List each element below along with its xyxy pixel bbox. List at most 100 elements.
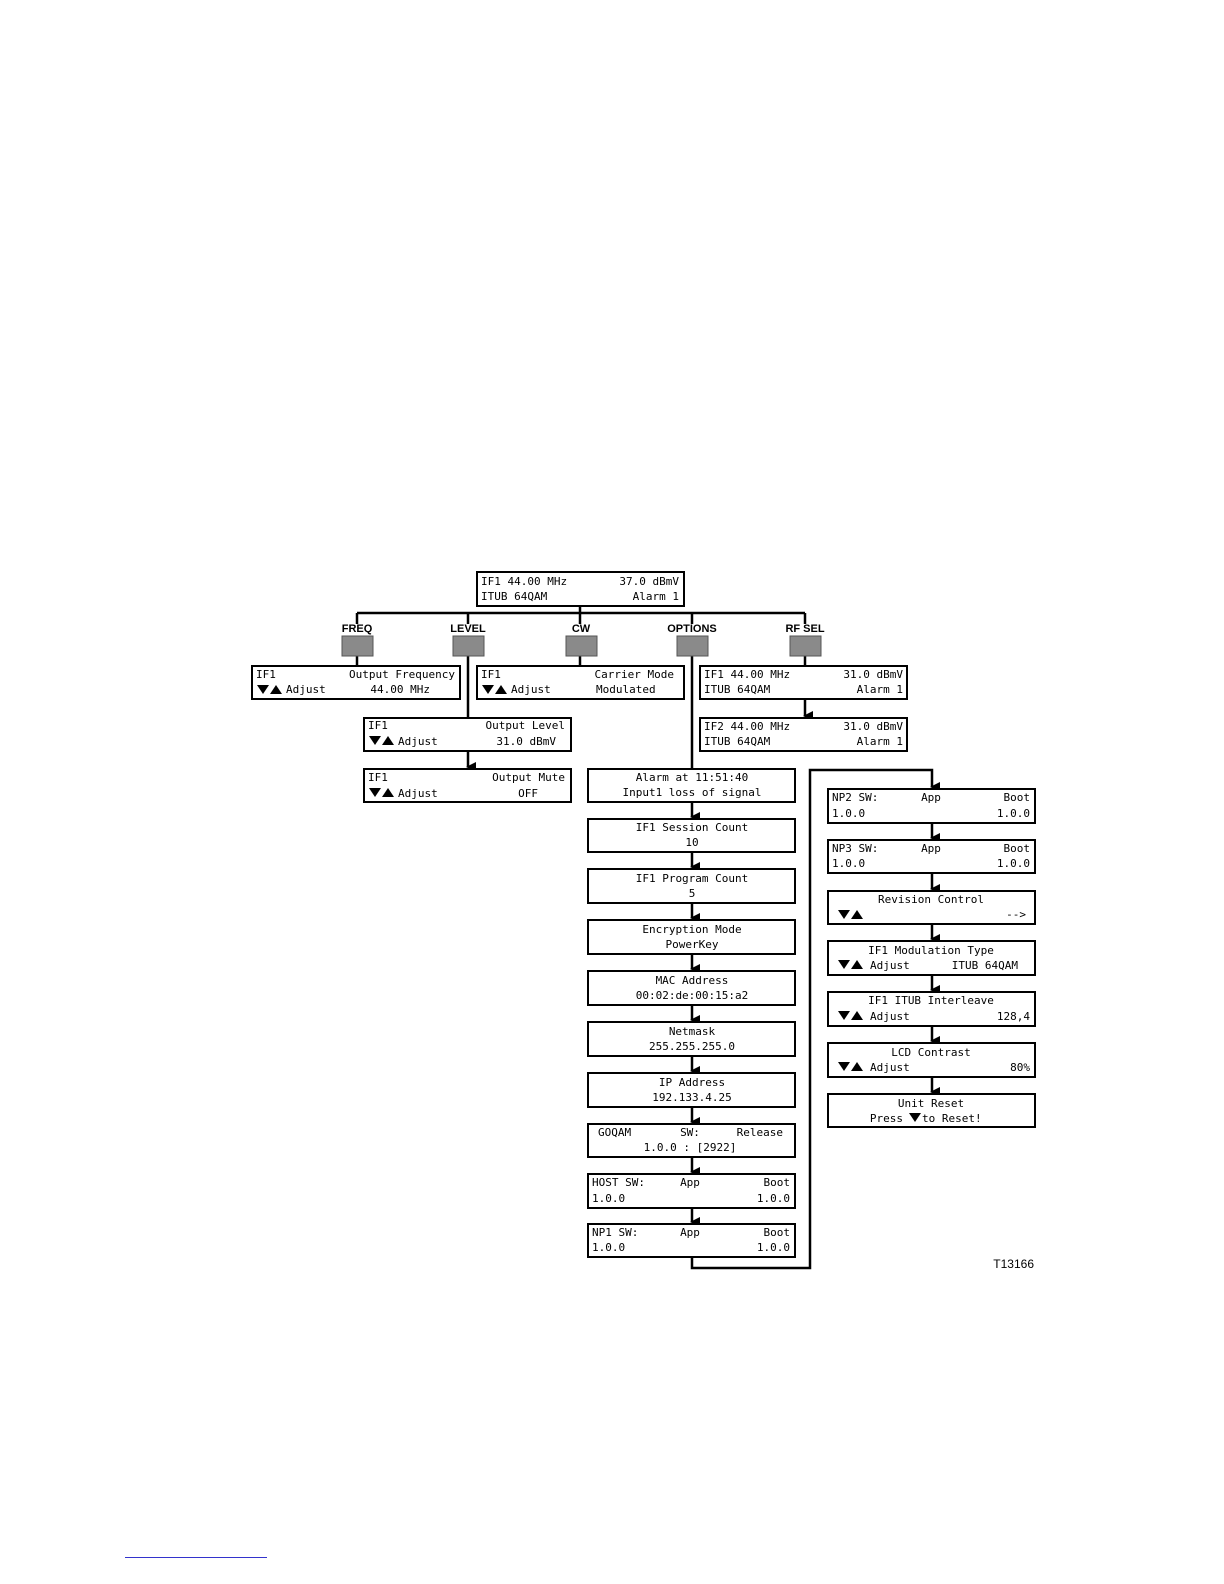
np2-line2-right: 1.0.0 [997,807,1030,820]
encryption-line2: PowerKey [666,938,719,951]
ip-address-box: IP Address 192.133.4.25 [587,1072,796,1108]
alarm-display-box: Alarm at 11:51:40 Input1 loss of signal [587,768,796,803]
np2-line1-mid: App [921,791,941,804]
reset-line2-right: to Reset! [922,1112,982,1125]
modulation-line2-left: Adjust [870,959,910,972]
rf-sel-button[interactable]: RF SEL [785,623,825,657]
freq-button-label: FREQ [342,623,373,635]
interleave-box: IF1 ITUB Interleave Adjust 128,4 [827,991,1036,1027]
host-sw-box: HOST SW: App Boot 1.0.0 1.0.0 [587,1173,796,1209]
goqam-box: GOQAM SW: Release 1.0.0 : [2922] [587,1123,796,1158]
down-triangle-icon [369,736,381,745]
level-button[interactable]: LEVEL [450,623,486,657]
contrast-line1: LCD Contrast [891,1046,970,1059]
np1-sw-box: NP1 SW: App Boot 1.0.0 1.0.0 [587,1223,796,1258]
host-line1-mid: App [680,1176,700,1189]
down-triangle-icon [909,1113,921,1122]
freq-line2-left: Adjust [286,683,326,696]
modulation-line2-right: ITUB 64QAM [952,959,1019,972]
up-triangle-icon [851,1011,863,1020]
rf-sel-button-label: RF SEL [785,623,824,635]
rf1-display-box: IF1 44.00 MHz 31.0 dBmV ITUB 64QAM Alarm… [699,665,908,700]
main-line1-left: IF1 44.00 MHz [481,575,567,588]
mute-line1-right: Output Mute [492,771,565,784]
revision-line1: Revision Control [878,893,984,906]
level-button-label: LEVEL [450,623,486,635]
revision-control-box: Revision Control --> [827,890,1036,925]
reset-line2-left: Press [870,1112,903,1125]
level-line2-right: 31.0 dBmV [496,735,556,748]
program-count-box: IF1 Program Count 5 [587,868,796,904]
footnote-rule [125,1557,267,1558]
down-triangle-icon [838,1011,850,1020]
alarm-line1: Alarm at 11:51:40 [636,771,749,784]
np1-line2-right: 1.0.0 [757,1241,790,1254]
rf1-line2-left: ITUB 64QAM [704,683,771,696]
mute-display-box: IF1 Output Mute Adjust OFF [363,768,572,803]
freq-line1-right: Output Frequency [349,668,455,681]
program-line2: 5 [689,887,696,900]
main-line2-left: ITUB 64QAM [481,590,548,603]
netmask-line1: Netmask [669,1025,716,1038]
cw-button[interactable]: CW [565,623,598,657]
alarm-line2: Input1 loss of signal [622,786,761,799]
down-triangle-icon [482,685,494,694]
cw-line2-left: Adjust [511,683,551,696]
cw-button-label: CW [572,623,591,635]
down-triangle-icon [838,1062,850,1071]
figure-tag: T13166 [993,1257,1034,1271]
level-display-box: IF1 Output Level Adjust 31.0 dBmV [363,717,572,752]
mac-line1: MAC Address [656,974,729,987]
goqam-line1-left: GOQAM [598,1126,631,1139]
program-line1: IF1 Program Count [636,872,749,885]
up-triangle-icon [382,736,394,745]
mute-line1-left: IF1 [368,771,388,784]
reset-line1: Unit Reset [898,1097,964,1110]
connector-lines [355,606,940,1270]
session-line1: IF1 Session Count [636,821,749,834]
unit-reset-box: Unit Reset Press to Reset! [827,1093,1036,1128]
np1-line1-mid: App [680,1226,700,1239]
np3-sw-box: NP3 SW: App Boot 1.0.0 1.0.0 [827,839,1036,874]
level-line1-left: IF1 [368,719,388,732]
down-triangle-icon [838,960,850,969]
up-triangle-icon [382,788,394,797]
goqam-line1-right: Release [737,1126,783,1139]
freq-display-box: IF1 Output Frequency Adjust 44.00 MHz [251,665,461,700]
down-triangle-icon [838,910,850,919]
lcd-contrast-box: LCD Contrast Adjust 80% [827,1042,1036,1078]
host-line1-left: HOST SW: [592,1176,645,1189]
np1-line2-left: 1.0.0 [592,1241,625,1254]
encryption-line1: Encryption Mode [642,923,741,936]
host-line2-right: 1.0.0 [757,1192,790,1205]
rf2-line1-left: IF2 44.00 MHz [704,720,790,733]
goqam-line1-mid: SW: [680,1126,700,1139]
netmask-line2: 255.255.255.0 [649,1040,735,1053]
np3-line1-right: Boot [1004,842,1031,855]
mac-address-box: MAC Address 00:02:de:00:15:a2 [587,970,796,1006]
up-triangle-icon [851,910,863,919]
netmask-box: Netmask 255.255.255.0 [587,1021,796,1057]
np1-line1-right: Boot [764,1226,791,1239]
up-triangle-icon [851,1062,863,1071]
interleave-line2-right: 128,4 [997,1010,1030,1023]
session-line2: 10 [685,836,698,849]
interleave-line1: IF1 ITUB Interleave [868,994,994,1007]
rf2-line2-right: Alarm 1 [857,735,903,748]
interleave-line2-left: Adjust [870,1010,910,1023]
modulation-line1: IF1 Modulation Type [868,944,994,957]
cw-line1-right: Carrier Mode [595,668,674,681]
freq-button[interactable]: FREQ [341,623,374,657]
rf2-line2-left: ITUB 64QAM [704,735,771,748]
ip-line1: IP Address [659,1076,725,1089]
np1-line1-left: NP1 SW: [592,1226,638,1239]
np2-line1-right: Boot [1004,791,1031,804]
rf2-display-box: IF2 44.00 MHz 31.0 dBmV ITUB 64QAM Alarm… [699,717,908,752]
rf1-line1-right: 31.0 dBmV [843,668,903,681]
host-line2-left: 1.0.0 [592,1192,625,1205]
mute-line2-left: Adjust [398,787,438,800]
np3-line1-left: NP3 SW: [832,842,878,855]
options-button[interactable]: OPTIONS [667,623,717,657]
up-triangle-icon [495,685,507,694]
up-triangle-icon [270,685,282,694]
